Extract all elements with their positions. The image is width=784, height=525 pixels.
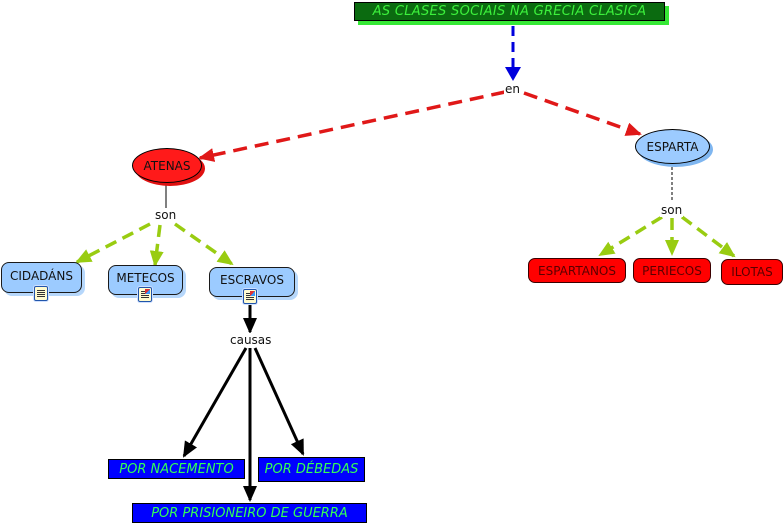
- link-label-causas: causas: [229, 333, 273, 347]
- concept-atenas[interactable]: ATENAS: [132, 148, 202, 183]
- link-label-en: en: [504, 82, 521, 96]
- concept-label: ESCRAVOS: [220, 273, 284, 287]
- concept-ilotas[interactable]: ILOTAS: [721, 259, 783, 285]
- link-label-son-esparta: son: [660, 203, 684, 217]
- concept-esparta[interactable]: ESPARTA: [635, 129, 710, 164]
- link-son-metecos: [149, 224, 164, 267]
- image-document-icon[interactable]: [138, 287, 152, 302]
- link-causas-nacemento: [182, 347, 248, 458]
- concept-por-debedas[interactable]: POR DÉBEDAS: [258, 457, 365, 482]
- concept-espartanos[interactable]: ESPARTANOS: [528, 258, 626, 283]
- link-en-atenas: [198, 90, 506, 162]
- image-document-icon[interactable]: [243, 289, 257, 304]
- concept-por-nacemento[interactable]: POR NACEMENTO: [108, 459, 245, 479]
- concept-label: CIDADÁNS: [10, 268, 73, 283]
- link-son-escravos: [173, 222, 234, 266]
- link-son-espartanos: [598, 215, 663, 257]
- link-causas-debedas: [253, 347, 305, 456]
- text-document-icon[interactable]: [34, 286, 48, 301]
- concept-periecos[interactable]: PERIECOS: [633, 258, 711, 283]
- link-son-cidadans: [75, 222, 151, 264]
- arrowhead-en: [505, 67, 521, 81]
- link-son-ilotas: [680, 215, 736, 258]
- concept-label: METECOS: [116, 271, 175, 285]
- concept-por-prisioneiro-de-guerra[interactable]: POR PRISIONEIRO DE GUERRA: [132, 503, 367, 523]
- link-label-son-atenas: son: [154, 208, 178, 222]
- map-title[interactable]: AS CLASES SOCIAIS NA GRECIA CLASICA: [354, 2, 665, 21]
- link-en-esparta: [523, 91, 642, 136]
